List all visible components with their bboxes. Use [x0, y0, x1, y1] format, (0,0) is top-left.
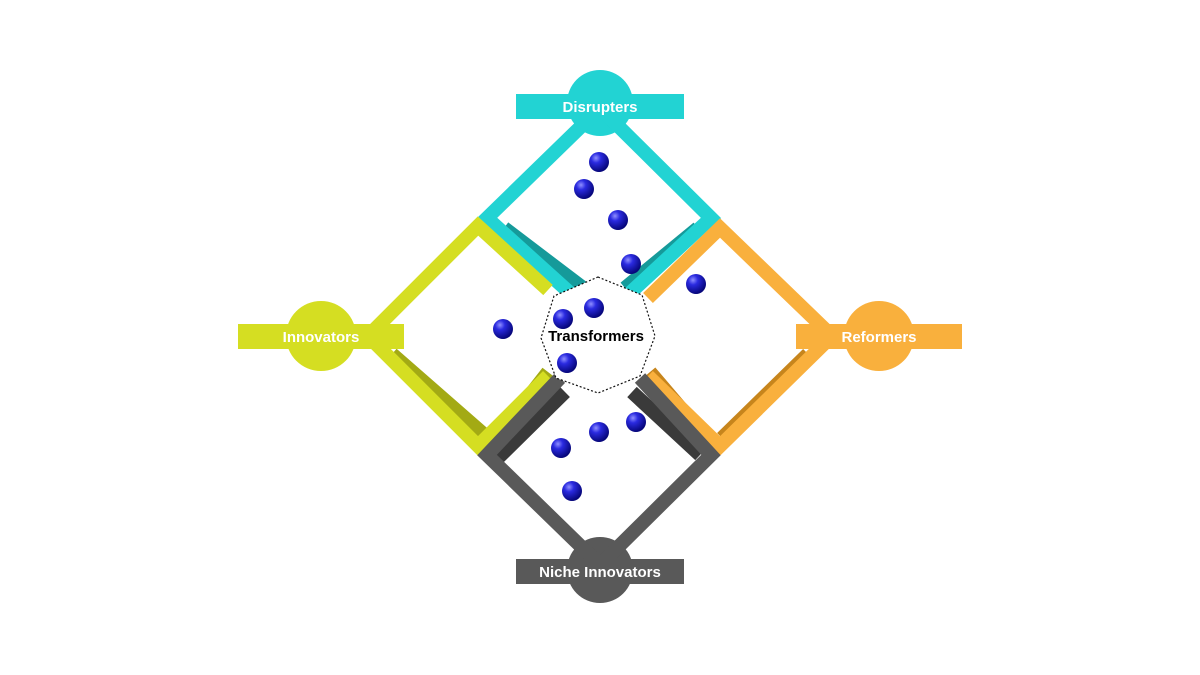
innovators-label: Innovators	[283, 329, 360, 346]
niche-innovators-label: Niche Innovators	[539, 564, 661, 581]
marker	[574, 179, 594, 199]
quadrant-reformers: Reformers	[643, 218, 962, 456]
marker	[608, 210, 628, 230]
innovators-label-bar	[238, 324, 404, 349]
marker	[621, 254, 641, 274]
marker	[686, 274, 706, 294]
disrupters-label-bar	[516, 94, 684, 119]
niche-innovators-label-bar	[516, 559, 684, 584]
marker	[589, 422, 609, 442]
quadrant-niche-innovators: Niche Innovators	[477, 373, 721, 603]
marker	[553, 309, 573, 329]
marker	[589, 152, 609, 172]
reformers-label-bar	[796, 324, 962, 349]
quadrant-disrupters: Disrupters	[476, 70, 722, 299]
niche-innovators-diamond-shadow	[493, 386, 705, 463]
markers	[493, 152, 706, 501]
center-transformers: Transformers	[540, 276, 656, 394]
marker	[493, 319, 513, 339]
transformers-label: Transformers	[548, 328, 644, 345]
marker	[557, 353, 577, 373]
marker	[551, 438, 571, 458]
marker	[584, 298, 604, 318]
marker	[626, 412, 646, 432]
disrupters-label: Disrupters	[562, 99, 637, 116]
marker	[562, 481, 582, 501]
reformers-label: Reformers	[841, 329, 916, 346]
